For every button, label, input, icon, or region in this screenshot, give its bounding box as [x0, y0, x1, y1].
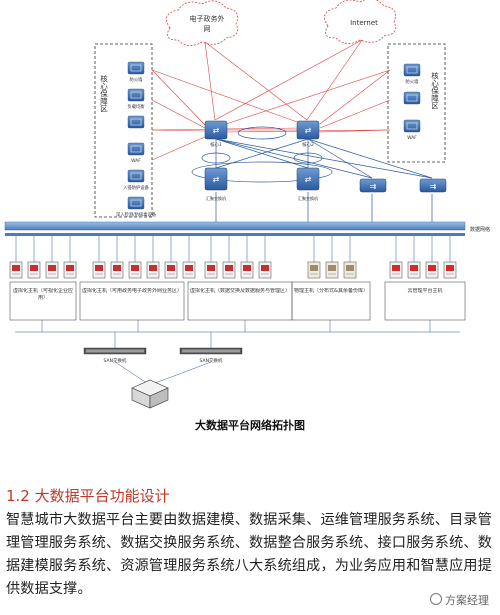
red-links	[151, 39, 391, 161]
server-9	[164, 261, 178, 279]
host-groups: 虚拟化主机（可视化企业应用） 虚拟化主机（可用政务电子政务外网业务区） 虚拟化主机（…	[9, 281, 466, 321]
server-7	[128, 261, 142, 279]
left-zone-title: 核心保障区	[99, 74, 108, 113]
right-zone-device-1: 防火墙	[403, 63, 421, 85]
svg-text:⇄: ⇄	[213, 126, 220, 135]
svg-text:⇉: ⇉	[430, 182, 437, 191]
left-zone-device-label-1: 防火墙	[130, 76, 144, 83]
server-3	[45, 261, 59, 279]
server-1	[9, 261, 23, 279]
host-group-label-1: 虚拟化主机（可视化企业应用）	[12, 288, 73, 301]
diagram-caption: 大数据平台网络拓扑图	[195, 419, 305, 432]
server-10	[182, 261, 196, 279]
access-switch-4: ⇉	[419, 178, 447, 193]
host-group-4: 物理主机（分布式&其余备份库）	[291, 281, 371, 321]
host-group-label-2: 虚拟化主机（可用政务电子政务外网业务区）	[82, 288, 182, 294]
server-21	[443, 261, 457, 279]
server-19	[407, 261, 421, 279]
host-group-label-5: 云管理平台主机	[407, 288, 443, 294]
egov-cloud-label-2: 网	[204, 25, 211, 33]
svg-text:⇄: ⇄	[305, 175, 312, 184]
server-14	[258, 261, 272, 279]
host-group-5: 云管理平台主机	[384, 281, 466, 321]
watermark-icon	[430, 593, 442, 605]
right-zone-device-3: WAF	[403, 119, 421, 141]
bus-label: 数据网络	[470, 226, 490, 233]
right-zone-device-2	[403, 91, 421, 105]
right-zone-title: 核心保障区	[430, 71, 439, 110]
access-switch-2-label: 汇聚交换机	[298, 195, 318, 201]
san-switch-1-label: SAN交换机	[104, 357, 127, 364]
host-group-label-3: 虚拟化主机（数据交换及数据服务与管理区）	[190, 288, 290, 294]
server-18	[389, 261, 403, 279]
left-zone-device-label-4: WAF	[131, 158, 141, 164]
server-4	[63, 261, 77, 279]
section-heading: 1.2 大数据平台功能设计	[6, 487, 170, 505]
access-switch-3: ⇉	[359, 178, 387, 193]
left-core-zone: 核心保障区	[94, 43, 153, 218]
access-switch-1-label: 汇聚交换机	[206, 195, 226, 201]
svg-text:⇄: ⇄	[305, 126, 312, 135]
san-switch-2-label: SAN交换机	[200, 357, 223, 364]
server-5	[92, 261, 106, 279]
left-zone-device-6: 深入检测/防病毒设备	[116, 196, 157, 218]
san-switch-2: SAN交换机	[179, 347, 243, 364]
server-13	[240, 261, 254, 279]
left-zone-device-label-2: 负载均衡	[127, 103, 145, 110]
server-17	[343, 261, 357, 279]
left-zone-device-5: 入侵防护设备	[123, 169, 150, 191]
server-15	[307, 261, 321, 279]
access-switch-2: ⇄ 汇聚交换机	[296, 167, 320, 201]
storage-array	[131, 379, 169, 409]
left-zone-device-1: 防火墙	[127, 61, 145, 83]
server-16	[325, 261, 339, 279]
san-switch-1: SAN交换机	[83, 347, 147, 364]
server-row	[9, 261, 457, 279]
storage-network: SAN交换机 SAN交换机	[15, 320, 460, 409]
watermark-text: 方案经理	[445, 594, 489, 607]
egov-cloud: 电子政务外 网	[166, 0, 239, 46]
svg-text:⇄: ⇄	[213, 175, 220, 184]
left-zone-device-4: WAF	[127, 142, 145, 164]
left-zone-device-3	[127, 115, 145, 129]
right-core-zone: 核心保障区	[387, 43, 446, 163]
server-11	[204, 261, 218, 279]
host-group-1: 虚拟化主机（可视化企业应用）	[9, 281, 77, 321]
bus-drop-lines	[15, 236, 451, 262]
section-paragraph: 智慧城市大数据平台主要由数据建模、数据采集、运维管理服务系统、目录管理管理服务系…	[6, 512, 492, 597]
internet-cloud: Internet	[324, 0, 397, 44]
access-switch-1: ⇄ 汇聚交换机	[204, 167, 228, 201]
blue-links	[215, 138, 433, 222]
server-20	[425, 261, 439, 279]
data-network-bus: 数据网络	[4, 221, 490, 236]
server-12	[222, 261, 236, 279]
watermark: 方案经理	[427, 591, 492, 609]
left-zone-device-label-5: 入侵防护设备	[123, 184, 149, 191]
right-zone-devices: 防火墙 WAF	[403, 63, 421, 141]
server-8	[146, 261, 160, 279]
right-zone-device-label-3: WAF	[407, 135, 417, 141]
host-group-label-4: 物理主机（分布式&其余备份库）	[294, 288, 368, 294]
host-group-2: 虚拟化主机（可用政务电子政务外网业务区）	[79, 281, 185, 321]
left-zone-device-label-6: 深入检测/防病毒设备	[116, 211, 157, 218]
host-group-3: 虚拟化主机（数据交换及数据服务与管理区）	[187, 281, 293, 321]
server-6	[110, 261, 124, 279]
svg-text:⇉: ⇉	[370, 182, 377, 191]
right-zone-device-label-1: 防火墙	[406, 78, 420, 85]
egov-cloud-label-1: 电子政务外	[190, 14, 225, 23]
internet-cloud-label: Internet	[350, 19, 378, 27]
left-zone-device-2: 负载均衡	[127, 88, 145, 110]
server-2	[27, 261, 41, 279]
